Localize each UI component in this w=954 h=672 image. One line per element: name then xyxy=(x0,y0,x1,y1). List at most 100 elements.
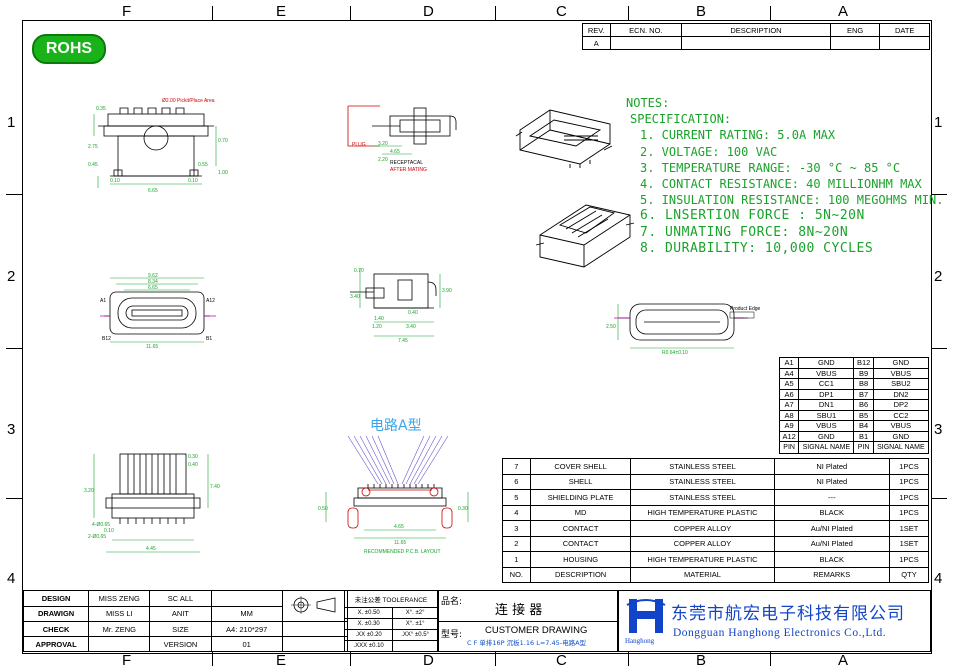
bom-description-cell: SHIELDING PLATE xyxy=(529,489,632,506)
bom-description-cell: SHELL xyxy=(529,473,632,490)
bom-qty-cell: 1PCS xyxy=(888,504,930,521)
scale-value xyxy=(210,590,283,607)
dim-label: 4.65 xyxy=(390,149,400,155)
bom-qty-cell: 1PCS xyxy=(888,473,930,490)
dim-label: 0.55 xyxy=(198,162,208,168)
zone-col-bottom-a: A xyxy=(838,652,849,669)
pin-a12-label: A12 xyxy=(206,298,215,304)
signal-cell: SBU2 xyxy=(872,378,930,390)
dim-label: 0.70 xyxy=(218,138,228,144)
notes-block: NOTES: SPECIFICATION: 1. CURRENT RATING:… xyxy=(626,95,943,257)
bom-header-cell: REMARKS xyxy=(773,566,890,583)
zone-col-bottom-b: B xyxy=(696,652,707,669)
signal-cell: DN2 xyxy=(872,388,930,400)
bom-material-cell: STAINLESS STEEL xyxy=(630,489,775,506)
size-label: SIZE xyxy=(149,621,212,638)
mating-view-drawing: 3.20 4.65 2.20 PLUG RECEPTACAL AFTER MAT… xyxy=(347,105,457,173)
zone-tick xyxy=(212,652,213,666)
eng-value xyxy=(829,36,881,50)
tol-linear: .XXX ±0.10 xyxy=(343,640,394,652)
zone-tick xyxy=(770,652,771,666)
zone-row-right-1: 1 xyxy=(934,114,943,131)
dim-label: 0.35 xyxy=(96,106,106,112)
zone-tick xyxy=(628,652,629,666)
zone-tick xyxy=(6,348,22,349)
zone-tick xyxy=(350,6,351,20)
date-header: DATE xyxy=(879,23,930,37)
dim-label: 6.65 xyxy=(148,285,158,291)
drawing-frame xyxy=(22,20,932,654)
notes-spec: SPECIFICATION: xyxy=(630,112,732,127)
zone-tick xyxy=(931,348,947,349)
projection-symbol xyxy=(281,589,349,623)
zone-col-top-c: C xyxy=(556,3,567,20)
receptacle-label: RECEPTACAL xyxy=(390,160,423,166)
dim-label: 0.45 xyxy=(88,162,98,168)
after-mating-label: AFTER MATING xyxy=(390,167,427,173)
isometric-view-bottom xyxy=(535,204,635,268)
revision-table: REV. ECN. NO. DESCRIPTION ENG DATE A xyxy=(582,23,930,50)
signal-cell: VBUS xyxy=(798,367,855,379)
dim-label: 1.20 xyxy=(372,324,382,330)
note-item: 1. CURRENT RATING: 5.0A MAX xyxy=(640,128,836,143)
bom-description-cell: MD xyxy=(529,504,632,521)
version-label: VERSION xyxy=(149,636,212,652)
zone-row-left-1: 1 xyxy=(7,114,16,131)
bom-qty-cell: 1PCS xyxy=(888,489,930,506)
dim-label: 1.40 xyxy=(374,316,384,322)
bom-header-cell: DESCRIPTION xyxy=(529,566,632,583)
zone-tick xyxy=(495,6,496,20)
pin-cell: B12 xyxy=(853,357,874,369)
zone-col-top-e: E xyxy=(276,3,287,20)
pin-cell: A8 xyxy=(778,409,800,421)
zone-row-right-2: 2 xyxy=(934,268,943,285)
note-item: 6. LNSERTION FORCE : 5N~20N xyxy=(640,208,865,224)
bom-no-cell: 6 xyxy=(502,473,531,490)
tol-linear: .XX ±0.20 xyxy=(343,629,394,642)
description-value xyxy=(681,36,831,50)
note-item: 7. UNMATING FORCE: 8N~20N xyxy=(640,224,849,240)
zone-row-left-3: 3 xyxy=(7,421,16,438)
design-label: DESIGN xyxy=(22,590,90,607)
zone-tick xyxy=(931,194,947,195)
dim-label: 0.70 xyxy=(354,268,364,274)
pin-cell: B9 xyxy=(853,367,874,379)
logo-text: Hanghong xyxy=(625,637,655,645)
hanghong-logo: Hanghong xyxy=(625,595,667,647)
tol-angle: X°. ±1° xyxy=(392,618,438,631)
signal-cell: VBUS xyxy=(872,420,930,432)
zone-row-left-2: 2 xyxy=(7,268,16,285)
bom-header-cell: MATERIAL xyxy=(630,566,775,583)
pin-cell: A9 xyxy=(778,420,800,432)
zone-col-bottom-d: D xyxy=(423,652,434,669)
dim-label: 2-Ø0.65 xyxy=(88,534,106,540)
zone-tick xyxy=(628,6,629,20)
bom-description-cell: CONTACT xyxy=(529,535,632,552)
bom-no-cell: 2 xyxy=(502,535,531,552)
company-name-cn: 东莞市航宏电子科技有限公司 xyxy=(671,604,905,624)
pcb-layout-drawing: 11.65 4.65 0.50 0.30 RECOMMENDED P.C.B. … xyxy=(318,435,469,555)
note-item: 5. INSULATION RESISTANCE: 100 MEGOHMS MI… xyxy=(640,193,944,208)
bom-remarks-cell: Au/NI Plated xyxy=(773,520,890,537)
scale-label: SC ALL xyxy=(149,590,212,607)
product-name: 连 接 器 xyxy=(495,603,543,618)
tolerance-title: 未注公差 TOOLERANCE xyxy=(344,589,438,609)
bom-no-cell: 5 xyxy=(502,489,531,506)
end-dim-label: R0.64±0.10 xyxy=(662,350,688,356)
zone-col-top-a: A xyxy=(838,3,849,20)
bom-header-cell: NO. xyxy=(502,566,531,583)
pin-cell: A7 xyxy=(778,399,800,411)
